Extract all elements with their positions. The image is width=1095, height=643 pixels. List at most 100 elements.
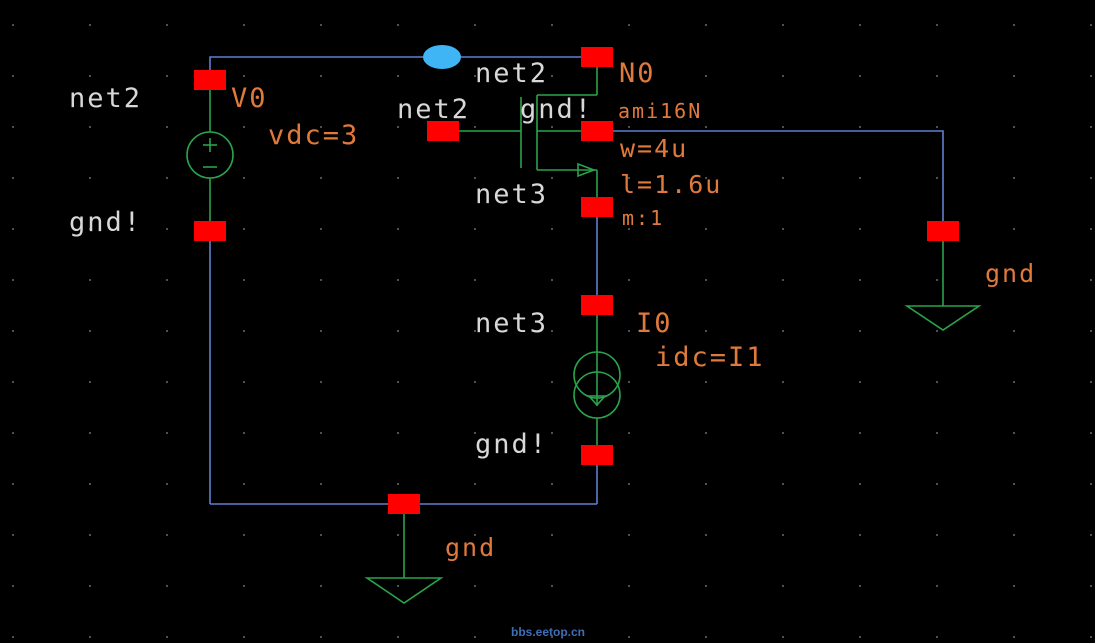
- ground-icon: [904, 305, 982, 331]
- grid-dot: [551, 24, 553, 26]
- pin-gnd-right[interactable]: [927, 221, 959, 241]
- grid-dot: [1013, 75, 1015, 77]
- grid-dot: [1013, 585, 1015, 587]
- grid-dot: [628, 24, 630, 26]
- grid-dot: [166, 228, 168, 230]
- grid-dot: [859, 432, 861, 434]
- grid-dot: [243, 177, 245, 179]
- grid-dot: [166, 177, 168, 179]
- grid-dot: [551, 534, 553, 536]
- grid-dot: [705, 126, 707, 128]
- grid-dot: [89, 75, 91, 77]
- grid-dot: [782, 126, 784, 128]
- grid-dot: [89, 381, 91, 383]
- grid-dot: [1013, 330, 1015, 332]
- pin-i0-minus[interactable]: [581, 445, 613, 465]
- grid-dot: [243, 279, 245, 281]
- grid-dot: [1013, 432, 1015, 434]
- grid-dot: [1090, 381, 1092, 383]
- grid-dot: [705, 24, 707, 26]
- net-label-v0-bottom: gnd!: [69, 207, 142, 238]
- vdc-source-v0[interactable]: [186, 80, 234, 231]
- param-n0-m[interactable]: m:1: [622, 206, 664, 230]
- pin-n0-gate[interactable]: [427, 121, 459, 141]
- grid-dot: [628, 381, 630, 383]
- grid-dot: [551, 126, 553, 128]
- gnd-label-right[interactable]: gnd: [985, 259, 1036, 288]
- pin-n0-source[interactable]: [581, 197, 613, 217]
- grid-dot: [243, 432, 245, 434]
- grid-dot: [12, 330, 14, 332]
- grid-dot: [1090, 483, 1092, 485]
- grid-dot: [166, 75, 168, 77]
- grid-dot: [320, 381, 322, 383]
- grid-dot: [551, 228, 553, 230]
- grid-dot: [89, 24, 91, 26]
- idc-source-i0[interactable]: [573, 305, 621, 455]
- net-label-i0-bottom: gnd!: [475, 429, 548, 460]
- param-n0-l[interactable]: l=1.6u: [620, 170, 722, 199]
- grid-dot: [89, 228, 91, 230]
- grid-dot: [474, 177, 476, 179]
- wire-bulk-gnd[interactable]: [597, 130, 944, 231]
- grid-dot: [782, 330, 784, 332]
- grid-dot: [320, 330, 322, 332]
- grid-dot: [859, 75, 861, 77]
- pin-v0-minus[interactable]: [194, 221, 226, 241]
- net-label-n0-source: net3: [475, 179, 548, 210]
- grid-dot: [705, 636, 707, 638]
- grid-dot: [243, 585, 245, 587]
- grid-dot: [166, 126, 168, 128]
- grid-dot: [320, 24, 322, 26]
- instance-name-n0[interactable]: N0: [619, 58, 656, 89]
- grid-dot: [1013, 636, 1015, 638]
- grid-dot: [474, 432, 476, 434]
- net-label-n0-gate: net2: [397, 94, 470, 125]
- grid-dot: [628, 534, 630, 536]
- pin-v0-plus[interactable]: [194, 70, 226, 90]
- ground-symbol-bottom[interactable]: [364, 504, 444, 604]
- grid-dot: [936, 330, 938, 332]
- grid-dot: [243, 483, 245, 485]
- ground-icon: [364, 577, 444, 604]
- grid-dot: [166, 534, 168, 536]
- selection-dot[interactable]: [423, 45, 461, 69]
- ground-symbol-right[interactable]: [904, 231, 982, 331]
- param-i0-idc[interactable]: idc=I1: [655, 342, 765, 373]
- grid-dot: [12, 585, 14, 587]
- gnd-label-bottom[interactable]: gnd: [445, 533, 496, 562]
- instance-name-v0[interactable]: V0: [231, 83, 268, 114]
- grid-dot: [12, 177, 14, 179]
- grid-dot: [1013, 381, 1015, 383]
- grid-dot: [1013, 483, 1015, 485]
- grid-dot: [551, 636, 553, 638]
- grid-dot: [320, 126, 322, 128]
- grid-dot: [1090, 534, 1092, 536]
- grid-dot: [1013, 177, 1015, 179]
- grid-dot: [397, 24, 399, 26]
- grid-dot: [89, 585, 91, 587]
- pin-n0-bulk[interactable]: [581, 121, 613, 141]
- grid-dot: [705, 534, 707, 536]
- grid-dot: [859, 228, 861, 230]
- param-v0-vdc[interactable]: vdc=3: [268, 120, 359, 151]
- grid-dot: [1090, 585, 1092, 587]
- param-n0-w[interactable]: w=4u: [620, 134, 688, 163]
- grid-dot: [628, 432, 630, 434]
- grid-dot: [320, 483, 322, 485]
- instance-name-i0[interactable]: I0: [636, 308, 673, 339]
- grid-dot: [397, 636, 399, 638]
- grid-dot: [474, 483, 476, 485]
- pin-i0-plus[interactable]: [581, 295, 613, 315]
- grid-dot: [705, 432, 707, 434]
- model-n0[interactable]: ami16N: [618, 99, 702, 123]
- grid-dot: [628, 126, 630, 128]
- pins: [194, 47, 959, 514]
- grid-dot: [705, 279, 707, 281]
- grid-dot: [936, 75, 938, 77]
- pin-n0-drain[interactable]: [581, 47, 613, 67]
- grid-dot: [628, 330, 630, 332]
- grid-dot: [89, 279, 91, 281]
- pin-gnd-bottom[interactable]: [388, 494, 420, 514]
